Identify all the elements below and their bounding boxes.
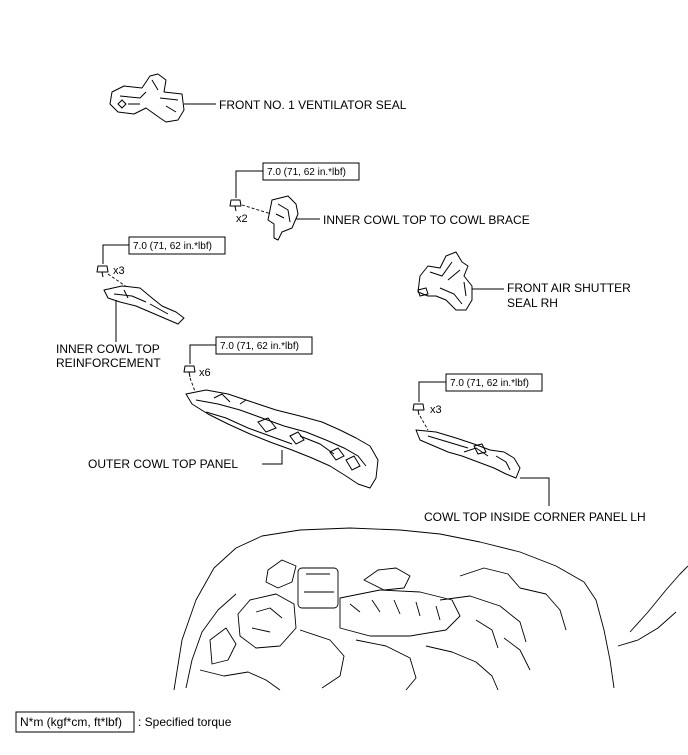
- inner-cowl-top-reinforcement-label-line2: REINFORCEMENT: [56, 356, 161, 370]
- inner-cowl-top-to-cowl-brace-part: [267, 195, 299, 241]
- quantity-outer-panel: x6: [199, 367, 211, 379]
- outer-cowl-top-panel-label: OUTER COWL TOP PANEL: [88, 457, 238, 471]
- outer-cowl-top-panel-part: [185, 389, 379, 489]
- legend-description: : Specified torque: [138, 715, 232, 729]
- quantity-reinforcement: x3: [113, 265, 125, 277]
- torque-value-reinforcement: 7.0 (71, 62 in.*lbf): [133, 241, 212, 252]
- front-air-shutter-seal-rh-label-line2: SEAL RH: [507, 296, 558, 310]
- bolt-icon-brace: [229, 199, 242, 212]
- front-air-shutter-seal-rh-label-line1: FRONT AIR SHUTTER: [507, 281, 631, 295]
- bolt-icon-outer-panel: [183, 365, 196, 378]
- cowl-top-inside-corner-panel-lh-label: COWL TOP INSIDE CORNER PANEL LH: [424, 510, 646, 524]
- legend-torque-box: [15, 711, 135, 733]
- inner-cowl-top-reinforcement-part: [103, 285, 185, 325]
- inner-cowl-top-to-cowl-brace-label: INNER COWL TOP TO COWL BRACE: [323, 213, 530, 227]
- engine-bay-illustration: [173, 527, 688, 691]
- cowl-top-inside-corner-panel-lh-part: [415, 429, 521, 479]
- torque-value-outer-panel: 7.0 (71, 62 in.*lbf): [220, 341, 299, 352]
- inner-cowl-top-reinforcement-label-line1: INNER COWL TOP: [56, 342, 160, 356]
- front-air-shutter-seal-rh-part: [417, 251, 473, 311]
- torque-value-corner-panel: 7.0 (71, 62 in.*lbf): [450, 378, 529, 389]
- legend-unit: N*m (kgf*cm, ft*lbf): [20, 715, 122, 729]
- front-no1-ventilator-seal-label: FRONT NO. 1 VENTILATOR SEAL: [219, 98, 407, 112]
- quantity-corner-panel: x3: [430, 404, 442, 416]
- bolt-icon-reinforcement: [96, 265, 109, 278]
- quantity-brace: x2: [236, 213, 248, 225]
- bolt-icon-corner-panel: [412, 403, 425, 416]
- torque-value-brace: 7.0 (71, 62 in.*lbf): [267, 167, 346, 178]
- front-no1-ventilator-seal-part: [109, 73, 185, 123]
